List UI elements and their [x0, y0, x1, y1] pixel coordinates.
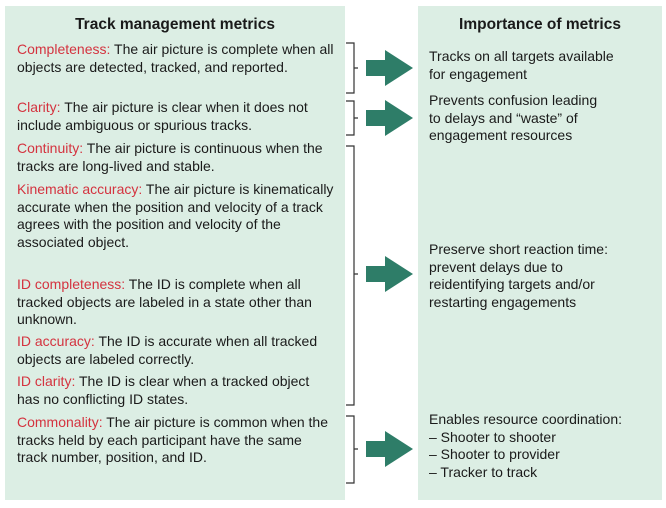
metric-description: The air picture is continuous when the t… — [17, 140, 323, 174]
metric-description: The ID is clear when a tracked object ha… — [17, 373, 310, 407]
metric-id-accuracy: ID accuracy: The ID is accurate when all… — [17, 333, 335, 368]
importance-of-metrics-panel: Importance of metrics Tracks on all targ… — [418, 6, 662, 500]
importance-line: for engagement — [429, 65, 528, 82]
importance-line: Prevents confusion leading — [429, 92, 598, 108]
importance-line: – Shooter to provider — [429, 446, 560, 462]
bracket-completeness — [346, 42, 358, 94]
metric-description: The ID is complete when all tracked obje… — [17, 276, 312, 327]
importance-line: Enables resource coordination: — [429, 411, 623, 427]
bracket-commonality — [346, 415, 358, 484]
metric-continuity: Continuity: The air picture is continuou… — [17, 140, 335, 175]
importance-line: Preserve short reaction time: — [429, 241, 608, 257]
metric-term: Completeness: — [17, 41, 111, 57]
metric-term: Continuity: — [17, 140, 84, 156]
arrow-continuity — [366, 256, 413, 292]
metric-term: ID completeness: — [17, 276, 126, 292]
metric-id-clarity: ID clarity: The ID is clear when a track… — [17, 373, 335, 408]
metric-description: The air picture is complete when all obj… — [17, 41, 334, 75]
importance-line: to delays and “waste” of — [429, 109, 578, 126]
track-management-metrics-panel: Track management metrics Completeness: T… — [5, 6, 345, 500]
left-panel-header: Track management metrics — [75, 16, 275, 33]
importance-line: – Shooter to shooter — [429, 428, 556, 445]
metric-id-completeness: ID completeness: The ID is complete when… — [17, 276, 335, 329]
importance-item-confusion: Prevents confusion leading to delays and… — [429, 92, 661, 145]
metric-description: The ID is accurate when all tracked obje… — [17, 333, 318, 367]
metric-term: Kinematic accuracy: — [17, 181, 143, 197]
metric-commonality: Commonality: The air picture is common w… — [17, 414, 335, 467]
importance-line: engagement resources — [429, 127, 573, 143]
metric-term: ID clarity: — [17, 373, 76, 389]
importance-line: restarting engagements — [429, 293, 577, 310]
importance-line: reidentifying targets and/or — [429, 276, 595, 292]
metric-term: Clarity: — [17, 99, 61, 115]
bracket-clarity — [346, 100, 358, 136]
importance-item-reaction-time: Preserve short reaction time: prevent de… — [429, 241, 661, 311]
metric-clarity: Clarity: The air picture is clear when i… — [17, 99, 335, 134]
arrow-completeness — [366, 50, 413, 86]
arrow-clarity — [366, 100, 413, 136]
metric-description: The air picture is kinematically accurat… — [17, 181, 334, 250]
importance-line: Tracks on all targets available — [429, 48, 614, 64]
metric-description: The air picture is common when the track… — [17, 414, 328, 465]
metric-term: Commonality: — [17, 414, 103, 430]
importance-line: prevent delays due to — [429, 258, 563, 275]
metric-description: The air picture is clear when it does no… — [17, 99, 308, 133]
right-panel-header: Importance of metrics — [459, 16, 621, 33]
arrow-commonality — [366, 431, 413, 467]
importance-item-engagement: Tracks on all targets available for enga… — [429, 48, 661, 83]
metric-term: ID accuracy: — [17, 333, 95, 349]
importance-item-coordination: Enables resource coordination: – Shooter… — [429, 411, 661, 481]
importance-line: – Tracker to track — [429, 463, 538, 480]
metric-kinematic-accuracy: Kinematic accuracy: The air picture is k… — [17, 181, 335, 251]
bracket-continuity-to-id-clarity — [346, 145, 358, 406]
metric-completeness: Completeness: The air picture is complet… — [17, 41, 335, 76]
